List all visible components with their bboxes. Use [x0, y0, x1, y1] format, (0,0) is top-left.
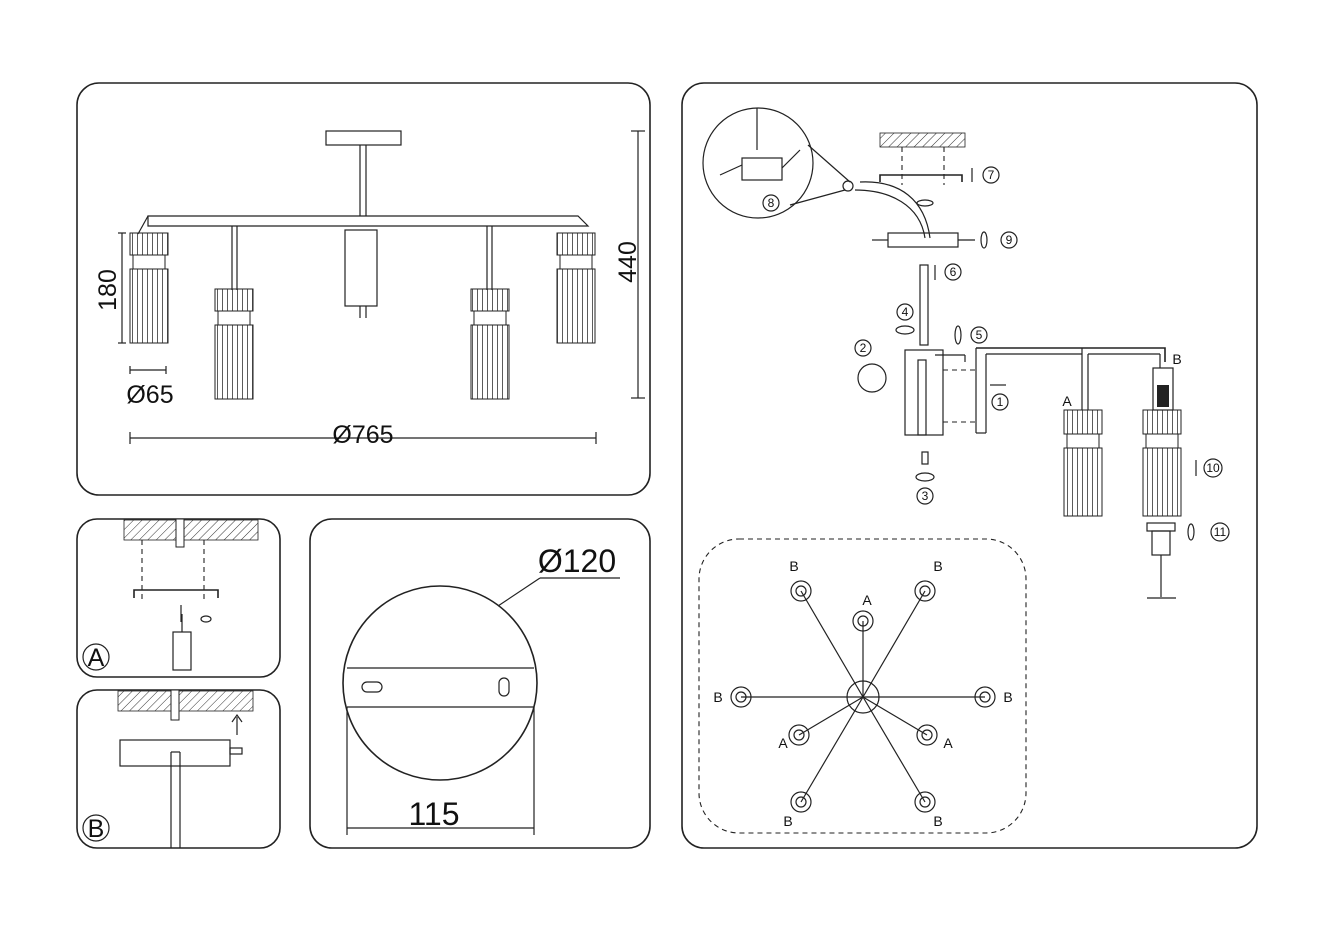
- dim-canopy-diameter: Ø120: [538, 543, 616, 579]
- panel-b-mount: B: [76, 689, 281, 849]
- panel-a-label: A: [88, 644, 105, 672]
- wiring-detail: [702, 107, 854, 219]
- step-11: 11: [1187, 522, 1230, 542]
- shade-left-outer: [129, 232, 169, 344]
- layout-label: A: [862, 592, 872, 608]
- svg-text:3: 3: [922, 489, 929, 503]
- layout-label: A: [943, 735, 953, 751]
- layout-label: B: [933, 558, 942, 574]
- svg-text:4: 4: [902, 305, 909, 319]
- step-6: 6: [934, 263, 962, 281]
- dim-height: 440: [614, 241, 642, 283]
- shade-b: [1142, 409, 1182, 517]
- dim-overall-diameter: Ø765: [332, 421, 393, 449]
- arm-layout-top-view: B B A B B A A B B: [698, 538, 1027, 834]
- arm-label-b: B: [1172, 351, 1181, 367]
- panel-a-drill: A: [76, 518, 281, 678]
- svg-text:1: 1: [997, 395, 1004, 409]
- layout-label: B: [789, 558, 798, 574]
- svg-text:8: 8: [768, 196, 775, 210]
- step-7: 7: [971, 166, 1000, 184]
- step-3: 3: [915, 451, 935, 505]
- svg-text:9: 9: [1006, 233, 1013, 247]
- svg-text:10: 10: [1206, 461, 1220, 475]
- layout-label: B: [713, 689, 722, 705]
- svg-text:2: 2: [860, 341, 867, 355]
- dim-shade-diameter: Ø65: [126, 381, 173, 409]
- dim-shade-height: 180: [94, 269, 122, 311]
- panel-canopy-plate: 115 Ø120: [309, 518, 651, 849]
- shade-left-inner: [214, 288, 254, 400]
- step-2: 2: [854, 339, 887, 393]
- panel-assembly: 7 8 9 6 4 5 2: [681, 82, 1258, 849]
- step-9: 9: [1000, 231, 1018, 249]
- layout-label: B: [1003, 689, 1012, 705]
- step-8: 8: [762, 194, 780, 212]
- dim-mount-spacing: 115: [408, 796, 459, 832]
- layout-label: A: [778, 735, 788, 751]
- arm-label-a: A: [1062, 393, 1072, 409]
- step-1: 1: [990, 384, 1009, 411]
- layout-label: B: [783, 813, 792, 829]
- svg-text:11: 11: [1214, 525, 1227, 539]
- svg-text:6: 6: [950, 265, 957, 279]
- svg-text:5: 5: [976, 328, 983, 342]
- panel-dimensions: 180 Ø65 Ø765 440: [76, 82, 651, 496]
- step-5: 5: [954, 325, 988, 345]
- step-4: 4: [895, 303, 915, 335]
- shade-right-inner: [470, 288, 510, 400]
- shade-right-outer: [556, 232, 596, 344]
- panel-b-label: B: [88, 815, 105, 843]
- svg-text:7: 7: [988, 168, 995, 182]
- shade-a: [1063, 409, 1103, 517]
- step-10: 10: [1195, 458, 1223, 478]
- layout-label: B: [933, 813, 942, 829]
